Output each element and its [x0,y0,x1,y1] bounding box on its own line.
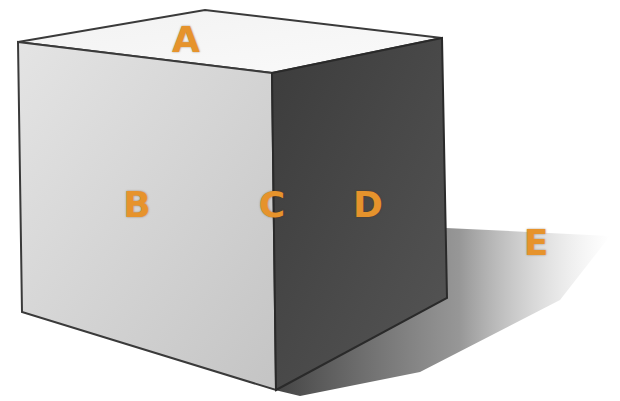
face-letter: B [123,187,150,223]
face-letter: A [172,22,200,58]
face-letter: E [524,225,549,261]
right-face [272,38,447,390]
front-face [18,42,276,390]
face-letter: C [259,187,285,223]
face-letter: D [353,187,383,223]
